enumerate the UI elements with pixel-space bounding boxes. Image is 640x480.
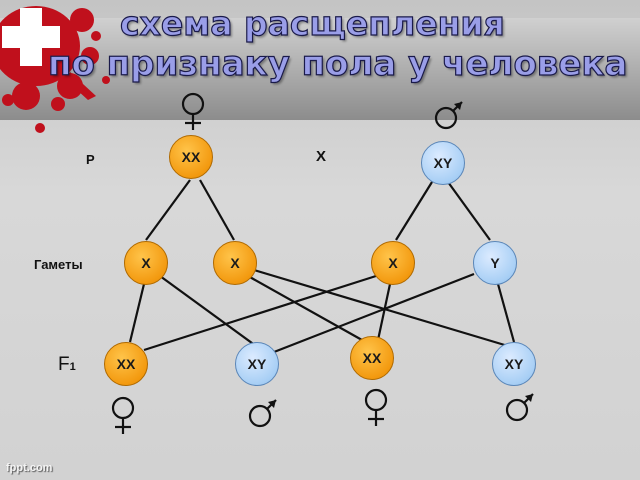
red-cross-splatter-icon [0,6,110,133]
gamete-node: X [124,241,168,285]
p-label: P [86,152,95,167]
offspring-node: XY [235,342,279,386]
parent-node-male: XY [421,141,465,185]
female-symbol-icon [364,388,388,426]
gamete-node: X [371,241,415,285]
offspring-node: XY [492,342,536,386]
footer-credit: fppt.com [6,462,53,474]
gamete-node: Y [473,241,517,285]
gametes-label: Гаметы [34,257,83,272]
female-symbol-icon [111,396,135,434]
offspring-node: XX [104,342,148,386]
title-line-1: схема расщепления [119,3,505,43]
header-band [0,18,640,120]
f1-letter: F [58,354,70,375]
female-symbol-icon [181,92,205,130]
f1-subscript: 1 [69,361,76,373]
gamete-node: X [213,241,257,285]
parent-node-female: XX [169,135,213,179]
cross-label: X [316,148,327,165]
offspring-node: XX [350,336,394,380]
f1-label: F1 [58,354,76,376]
title-line-2: по признаку пола у человека [47,43,628,84]
